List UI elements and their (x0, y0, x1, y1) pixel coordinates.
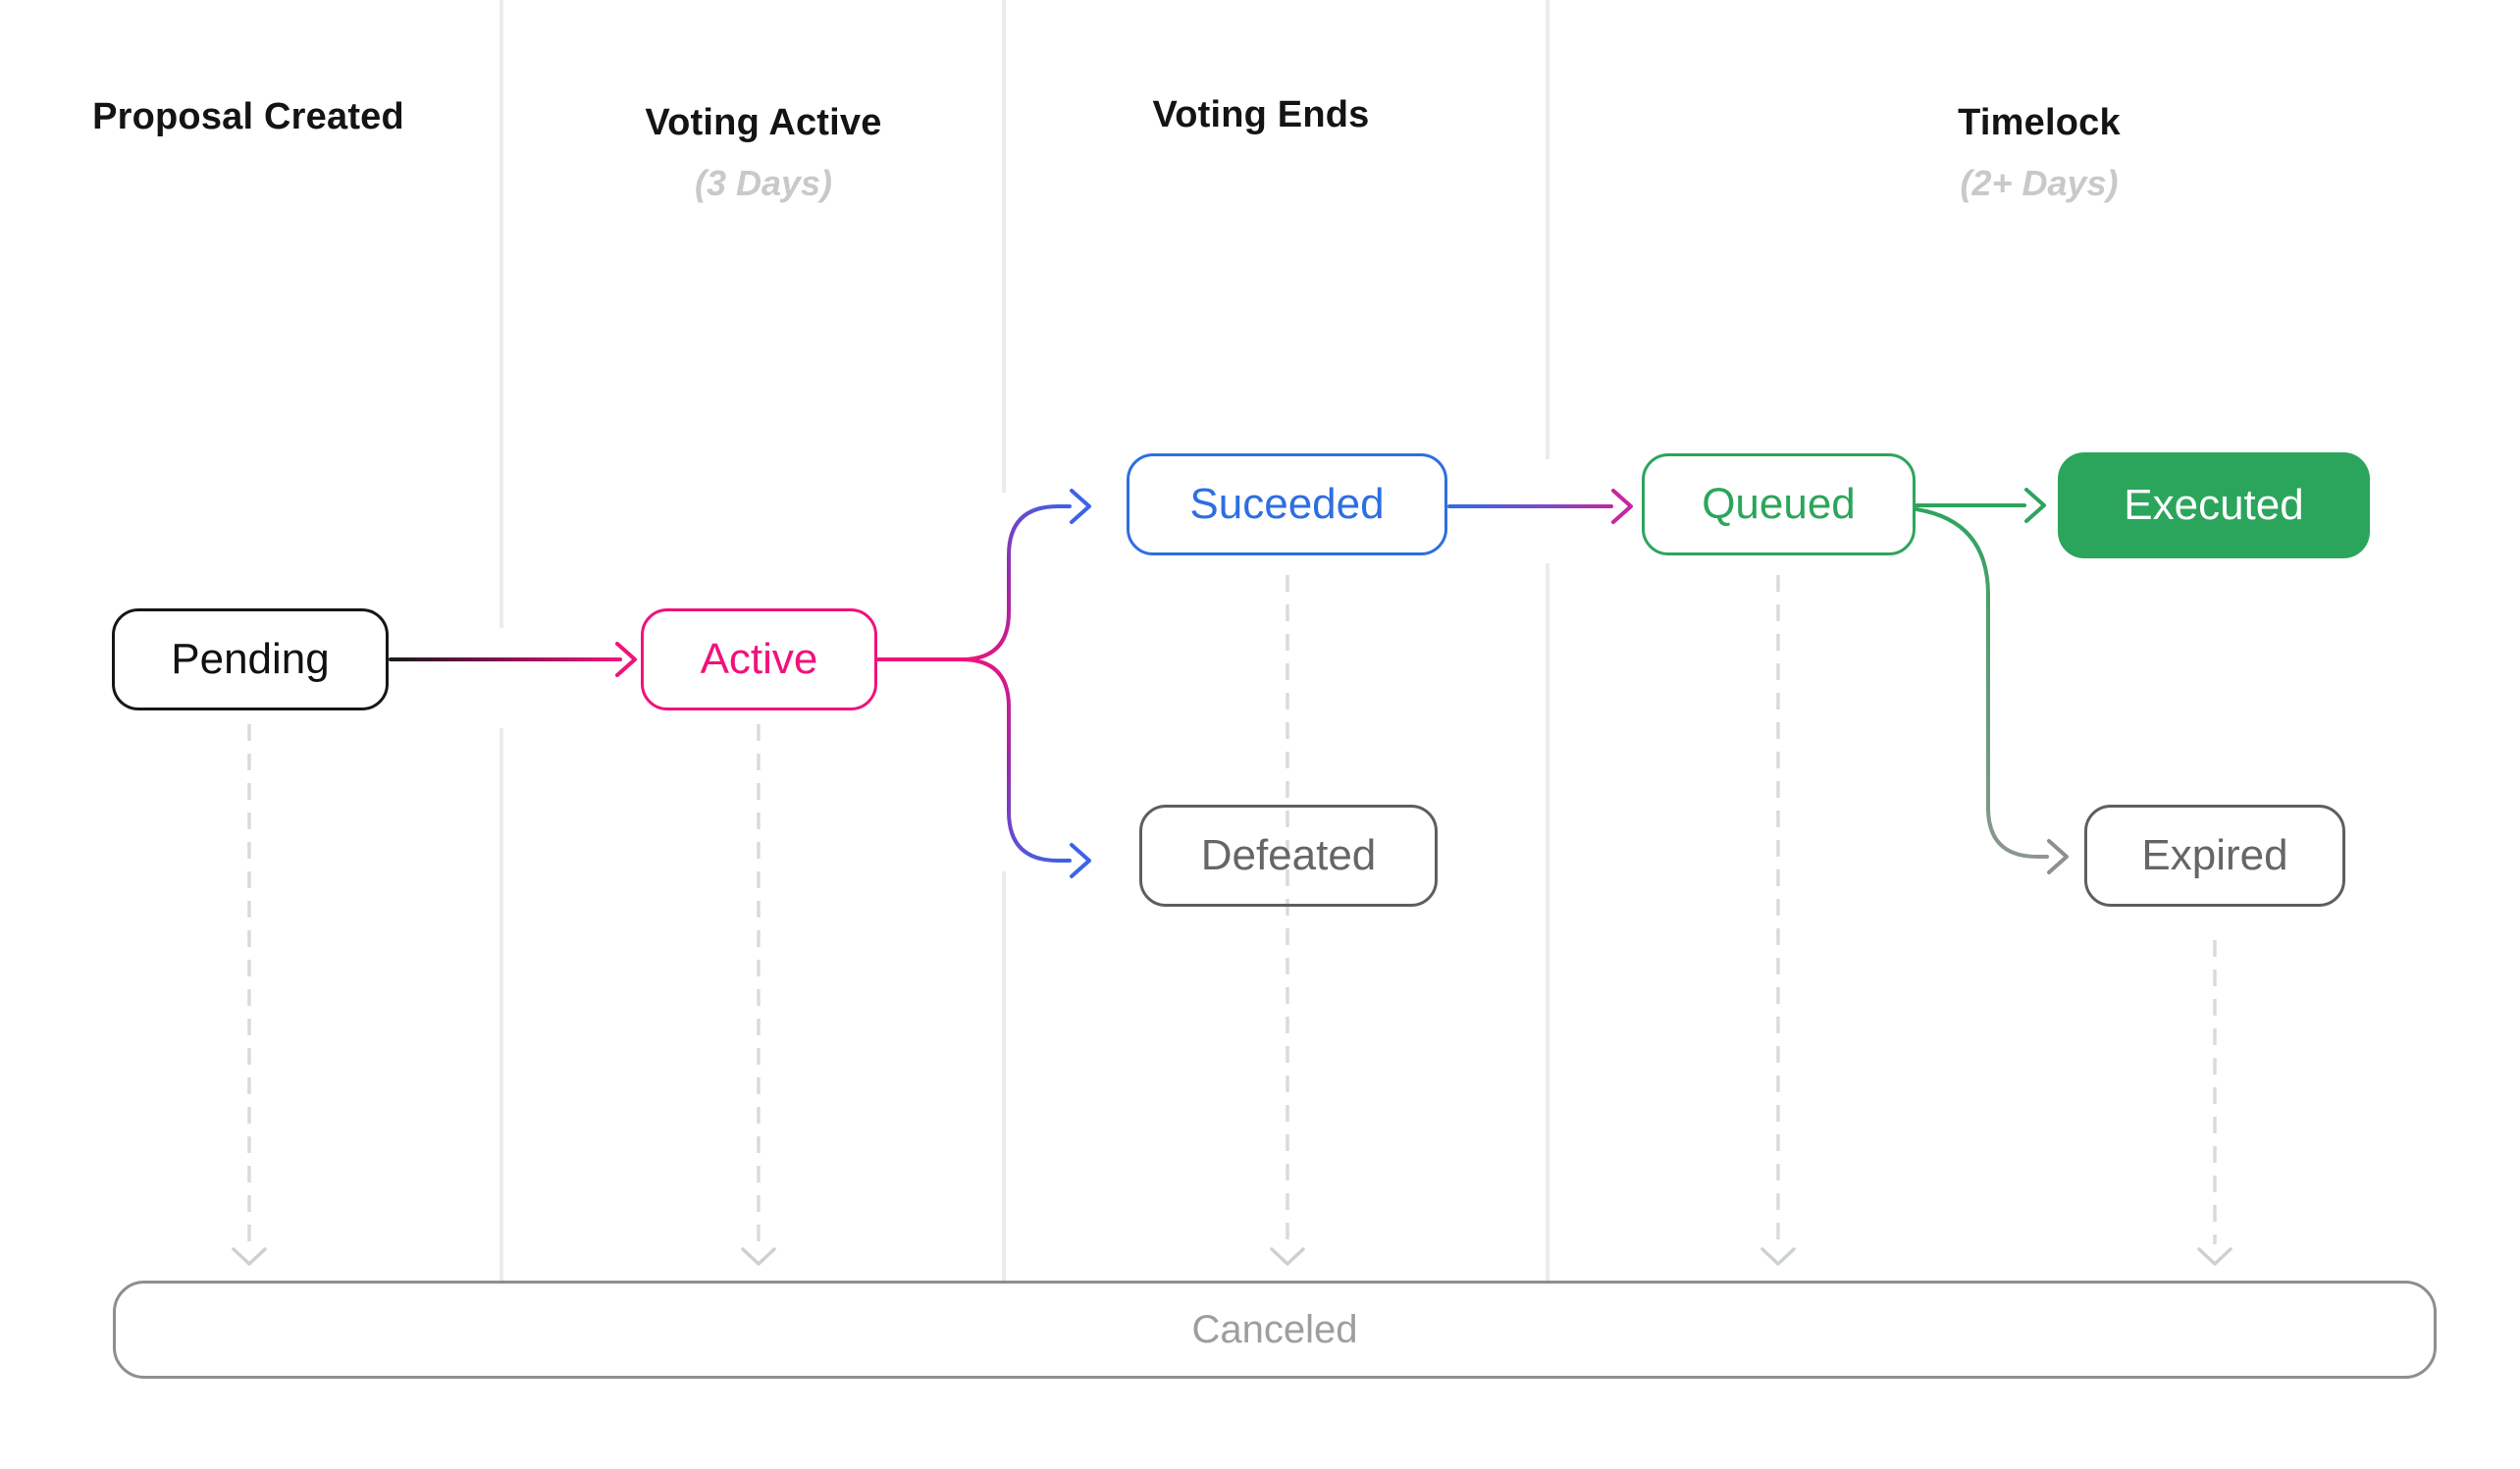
stage-duration-voting-active: (3 Days) (694, 163, 833, 203)
down-chevron-icon (232, 1247, 267, 1266)
dashed-arrowheads (232, 1247, 2232, 1266)
right-chevron-icon (1070, 489, 1091, 524)
stage-header-proposal-created: Proposal Created (92, 96, 404, 137)
arrow-active-to-defeated (960, 657, 1072, 863)
state-node-pending: Pending (112, 608, 389, 710)
arrow-active-to-succeeded (960, 504, 1072, 661)
right-chevron-icon (2047, 839, 2069, 874)
stage-header-voting-ends: Voting Ends (1152, 94, 1370, 135)
down-chevron-icon (741, 1247, 776, 1266)
down-chevron-icon (2197, 1247, 2232, 1266)
state-node-defeated: Defeated (1139, 805, 1438, 907)
arrow-queued-to-expired (1915, 507, 2049, 859)
right-chevron-icon (2024, 488, 2046, 523)
down-chevron-icon (1270, 1247, 1305, 1266)
stage-header-timelock: Timelock (1958, 102, 2121, 143)
state-node-canceled: Canceled (113, 1281, 2437, 1379)
state-node-active: Active (641, 608, 877, 710)
canceled-drop-lines (232, 575, 2232, 1266)
right-chevron-icon (615, 642, 637, 677)
state-node-queued: Queued (1642, 453, 1916, 555)
state-node-executed: Executed (2058, 452, 2370, 558)
stage-header-voting-active: Voting Active (645, 102, 882, 143)
stage-duration-timelock: (2+ Days) (1960, 163, 2119, 203)
right-chevron-icon (1611, 489, 1633, 524)
state-node-expired: Expired (2084, 805, 2345, 907)
right-chevron-icon (1070, 843, 1091, 878)
column-separators (499, 0, 1549, 1281)
state-node-succeeded: Suceeded (1127, 453, 1447, 555)
down-chevron-icon (1760, 1247, 1796, 1266)
